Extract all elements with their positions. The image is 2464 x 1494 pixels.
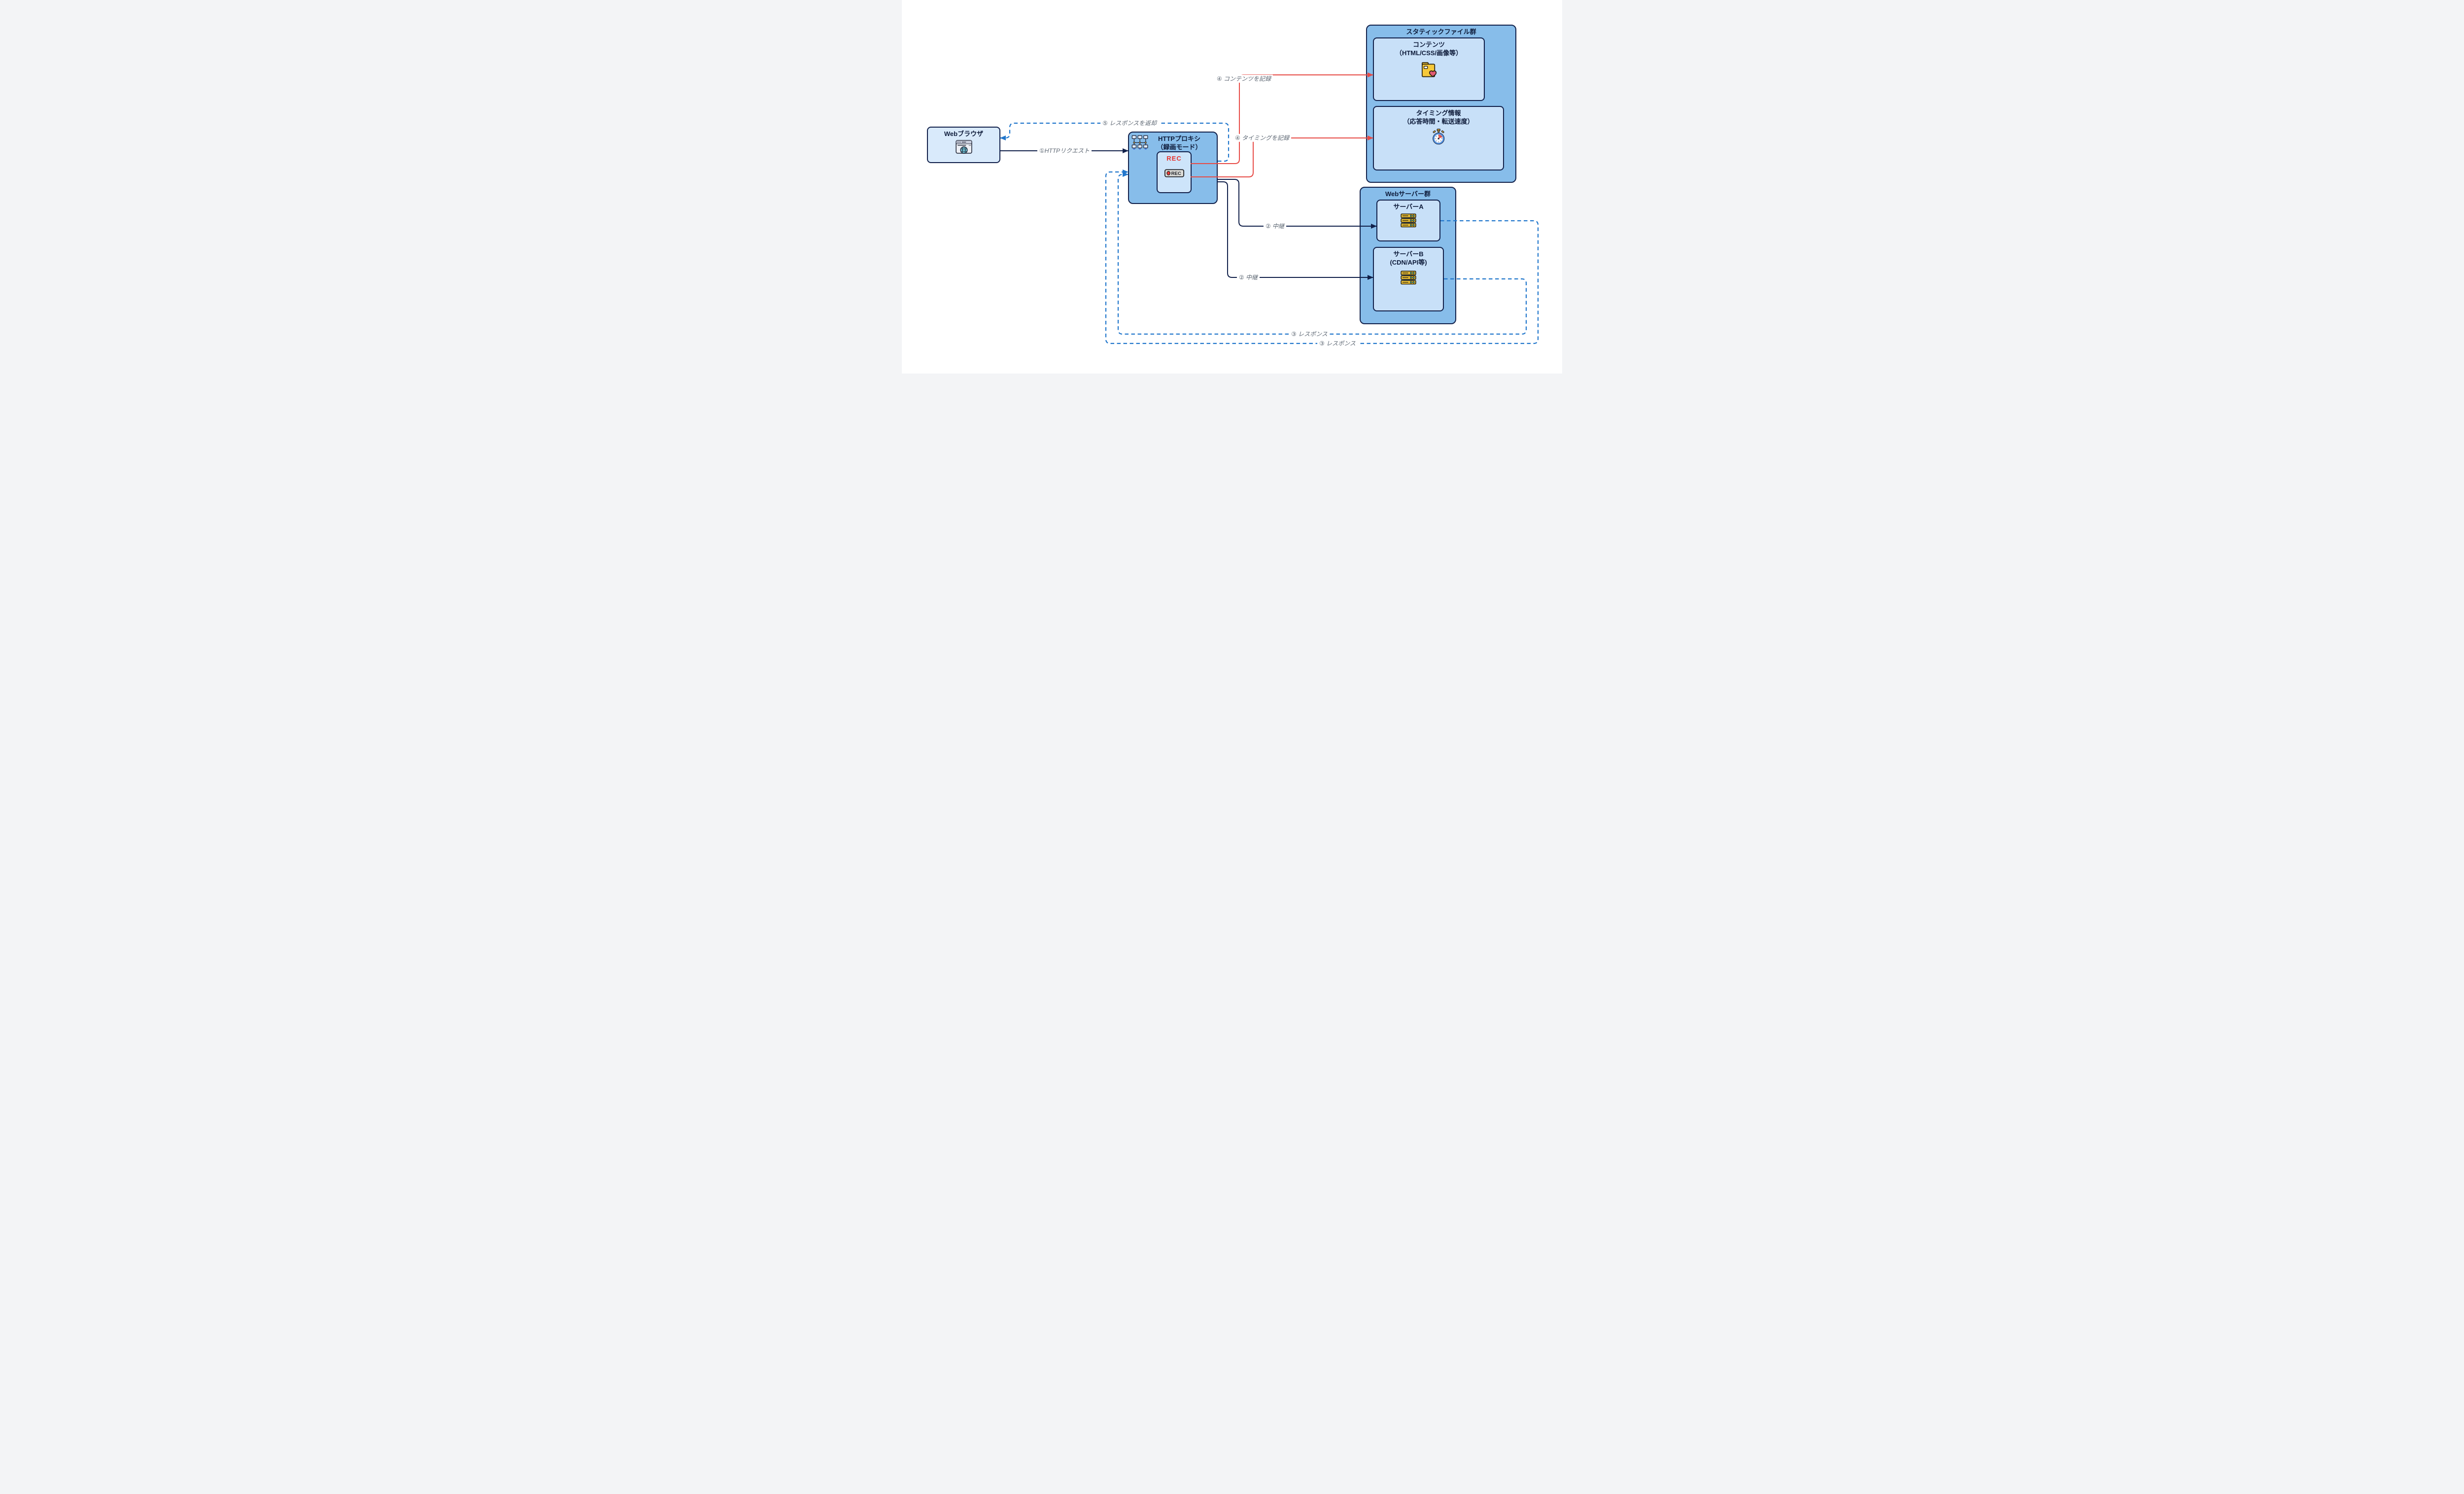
server-a-node: サーバーA: [1376, 200, 1440, 241]
server-b-title: サーバーB: [1393, 250, 1424, 258]
rec-badge-icon: REC: [1164, 169, 1184, 180]
edge-record-timing: [1191, 136, 1373, 177]
server-a-title: サーバーA: [1393, 203, 1424, 210]
network-nodes-icon: [1131, 135, 1149, 153]
edge-label-response-b: ③ レスポンス: [1289, 330, 1330, 339]
proxy-subtitle: （録画モード）: [1157, 143, 1202, 151]
timing-title: タイミング情報: [1416, 109, 1461, 117]
edge-relay-b: [1218, 181, 1373, 280]
server-rack-icon: [1401, 213, 1416, 230]
edge-record-content: [1191, 72, 1373, 164]
folder-heart-icon: [1421, 62, 1437, 81]
static-files-group-title: スタティックファイル群: [1406, 28, 1476, 35]
browser-window-icon: [955, 139, 972, 157]
content-title: コンテンツ: [1412, 41, 1445, 48]
proxy-title: HTTPプロキシ: [1158, 135, 1200, 142]
stopwatch-icon: [1432, 129, 1445, 148]
timing-subtitle: （応答時間・転送速度）: [1403, 117, 1474, 125]
edge-label-relay-a: ② 中継: [1263, 222, 1287, 231]
content-subtitle: （HTML/CSS/画像等）: [1395, 49, 1463, 57]
edge-label-record-content: ④ コンテンツを記録: [1214, 74, 1273, 83]
browser-title: Webブラウザ: [944, 130, 984, 137]
edge-label-record-timing: ④ タイミングを記録: [1232, 134, 1292, 142]
edge-label-http-request: ①HTTPリクエスト: [1037, 146, 1092, 155]
edge-label-response-a: ③ レスポンス: [1317, 339, 1358, 348]
rec-inner-node: REC REC: [1157, 151, 1192, 193]
content-node: コンテンツ （HTML/CSS/画像等）: [1373, 37, 1485, 101]
server-b-node: サーバーB (CDN/API等): [1373, 247, 1444, 311]
edge-label-relay-b: ② 中継: [1236, 273, 1260, 282]
server-b-subtitle: (CDN/API等): [1390, 258, 1427, 266]
diagram-canvas: Webブラウザ: [902, 0, 1562, 374]
web-server-group-title: Webサーバー群: [1385, 190, 1431, 198]
edge-relay-a: [1218, 179, 1377, 229]
svg-text:REC: REC: [1171, 171, 1181, 176]
server-rack-icon: [1401, 271, 1416, 287]
timing-node: タイミング情報 （応答時間・転送速度）: [1373, 106, 1504, 170]
edge-label-return-response: ⑤ レスポンスを返却: [1100, 119, 1159, 128]
proxy-node: HTTPプロキシ （録画モード） REC REC: [1128, 132, 1218, 204]
browser-node: Webブラウザ: [927, 127, 1000, 163]
rec-label: REC: [1166, 155, 1182, 162]
